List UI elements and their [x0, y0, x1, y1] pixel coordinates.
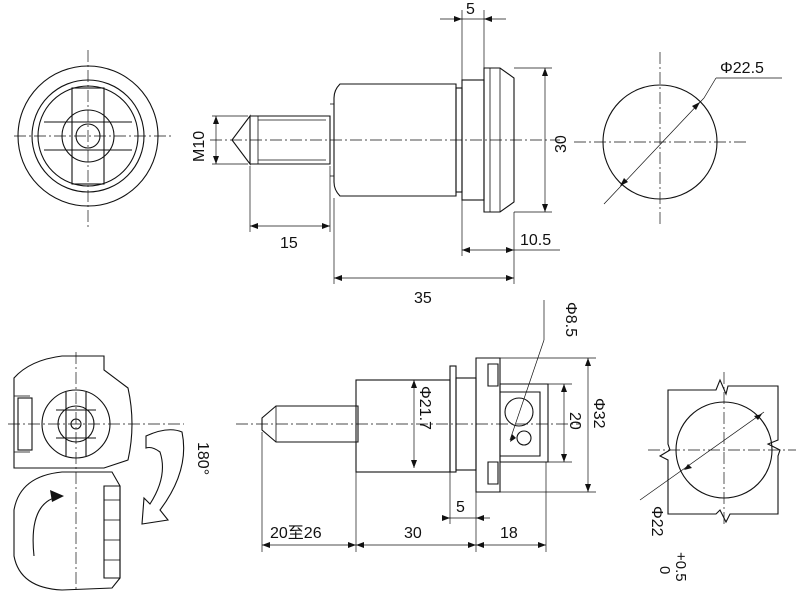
dim-top-head-dia: Φ22.5 — [720, 60, 764, 77]
dim-top-thread: M10 — [191, 131, 208, 162]
dim-bottom-body-length: 30 — [404, 525, 422, 542]
side-view-bottom: Φ8.5 Φ21.7 20 Φ32 5 — [236, 300, 607, 552]
dim-bottom-hole-dia: Φ8.5 — [562, 302, 579, 337]
dim-bottom-body-dia: Φ21.7 — [416, 386, 433, 430]
side-view-top: 5 M10 30 15 10.5 35 — [191, 1, 570, 307]
front-view-top — [14, 50, 172, 228]
dim-bottom-flange-width: 5 — [456, 499, 465, 516]
cutout-view-top: Φ22.5 — [574, 52, 782, 226]
cutout-view-bottom: Φ22 +0.5 0 — [639, 372, 796, 582]
dim-top-flange-offset: 10.5 — [520, 232, 551, 249]
dim-bottom-stem-range: 20至26 — [270, 525, 322, 542]
dim-top-height: 30 — [553, 135, 570, 153]
dim-top-total-length: 35 — [414, 290, 432, 307]
dim-bottom-head-length: 18 — [500, 525, 518, 542]
dim-top-stem-length: 15 — [280, 235, 298, 252]
rotation-view-bottom: 180° — [8, 352, 211, 591]
dim-bottom-slot-height: 20 — [566, 412, 583, 430]
dim-tolerance-lower: 0 — [656, 566, 673, 574]
rotation-angle-label: 180° — [194, 442, 211, 475]
dim-top-flange-width: 5 — [466, 1, 475, 18]
dim-tolerance-upper: +0.5 — [672, 552, 689, 582]
dim-cutout-dia: Φ22 — [648, 506, 665, 537]
dim-bottom-outer-dia: Φ32 — [590, 398, 607, 429]
